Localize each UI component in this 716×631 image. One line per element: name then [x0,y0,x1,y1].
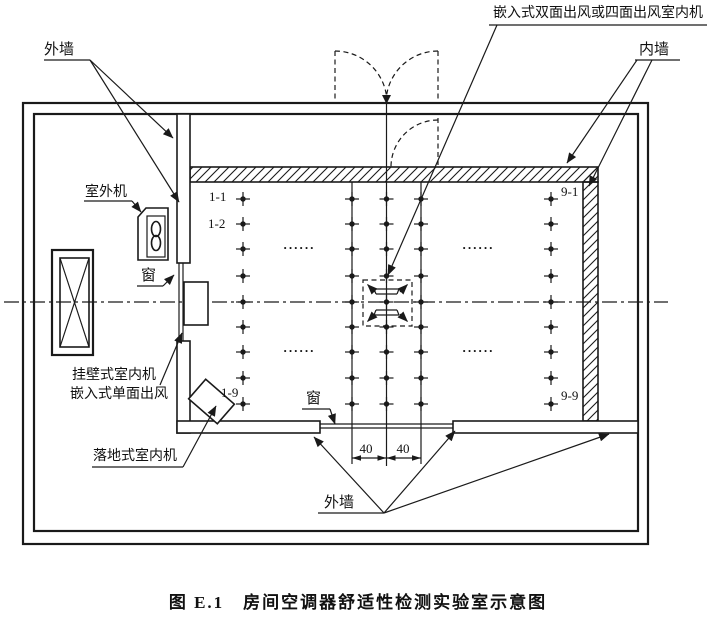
point-label-1-9: 1-9 [221,385,239,400]
label-outer-wall-top: 外墙 [44,42,75,58]
measurement-point [379,345,394,359]
measurement-point [345,295,359,309]
measurement-point [379,320,394,334]
measurement-point [236,192,250,206]
dimension-value-right: 40 [396,441,410,456]
label-window-bottom: 窗 [306,391,322,407]
measurement-point [236,397,250,411]
outdoor-unit-symbol [137,207,169,261]
measurement-point [345,192,359,206]
label-cassette-unit: 嵌入式双面出风或四面出风室内机 [493,6,703,21]
measurement-point [379,192,394,206]
label-outer-wall-bottom: 外墙 [324,495,355,511]
measurement-point [414,242,428,256]
measurement-point [414,192,428,206]
measurement-point [414,217,428,231]
discharge-arrow-ne-icon [397,284,408,295]
measurement-point [544,371,558,385]
measurement-point [414,397,428,411]
measurement-point [379,397,394,411]
dimension-value-left: 40 [359,441,373,456]
measurement-point [414,269,428,283]
measurement-point [379,371,394,385]
measurement-point [345,320,359,334]
measurement-point [345,397,359,411]
leader-lines [44,24,707,514]
grid-ellipsis: ······ [462,343,495,358]
measurement-point [236,345,250,359]
point-label-9-9: 9-9 [561,388,579,403]
point-label-1-1: 1-1 [209,189,227,204]
label-embedded-single-outlet: 嵌入式单面出风 [70,387,168,402]
label-outdoor-unit: 室外机 [85,185,127,200]
measurement-point [544,242,558,256]
measurement-point [345,345,359,359]
measurement-point [414,320,428,334]
measurement-point [544,345,558,359]
measurement-point [544,295,558,309]
measurement-point [544,320,558,334]
measurement-point [236,371,250,385]
measurement-point [345,242,359,256]
measurement-point [345,217,359,231]
measurement-point [414,371,428,385]
label-wall-mounted-unit: 挂壁式室内机 [72,368,156,383]
label-inner-wall: 内墙 [639,42,670,58]
grid-ellipsis: ······ [283,240,316,255]
floor-standing-unit-symbol [187,378,236,425]
double-door-swing [334,50,439,104]
wall-mounted-unit-symbol [183,281,209,326]
label-window-left: 窗 [141,268,157,284]
figure-caption: 图 E.1 房间空调器舒适性检测实验室示意图 [168,593,548,612]
measurement-point [379,242,394,256]
discharge-arrow-nw-icon [367,284,378,295]
measurement-point [345,371,359,385]
measurement-point [236,217,250,231]
discharge-arrow-se-icon [397,311,408,322]
measurement-point [414,345,428,359]
point-label-1-2: 1-2 [208,216,226,231]
label-floor-standing-unit: 落地式室内机 [93,449,177,464]
fan-icon [150,220,162,238]
measurement-point [345,269,359,283]
dimension-40-40 [352,455,421,461]
grid-ellipsis: ······ [462,240,495,255]
measurement-point [236,242,250,256]
bottom-wall-and-window [176,420,639,434]
measurement-point [544,269,558,283]
measurement-point [544,217,558,231]
measurement-point [544,192,558,206]
grid-ellipsis: ······ [283,343,316,358]
measurement-point [544,397,558,411]
measurement-point [379,269,394,283]
inner-door-swing [390,118,439,168]
measurement-point [379,217,394,231]
point-label-9-1: 9-1 [561,184,579,199]
measurement-point [414,295,428,309]
measurement-point [379,295,394,309]
measurement-point [236,269,250,283]
left-wall-and-window [176,113,191,434]
measurement-grid [236,192,558,411]
discharge-arrow-sw-icon [367,311,378,322]
measurement-point [236,320,250,334]
measurement-point [236,295,250,309]
